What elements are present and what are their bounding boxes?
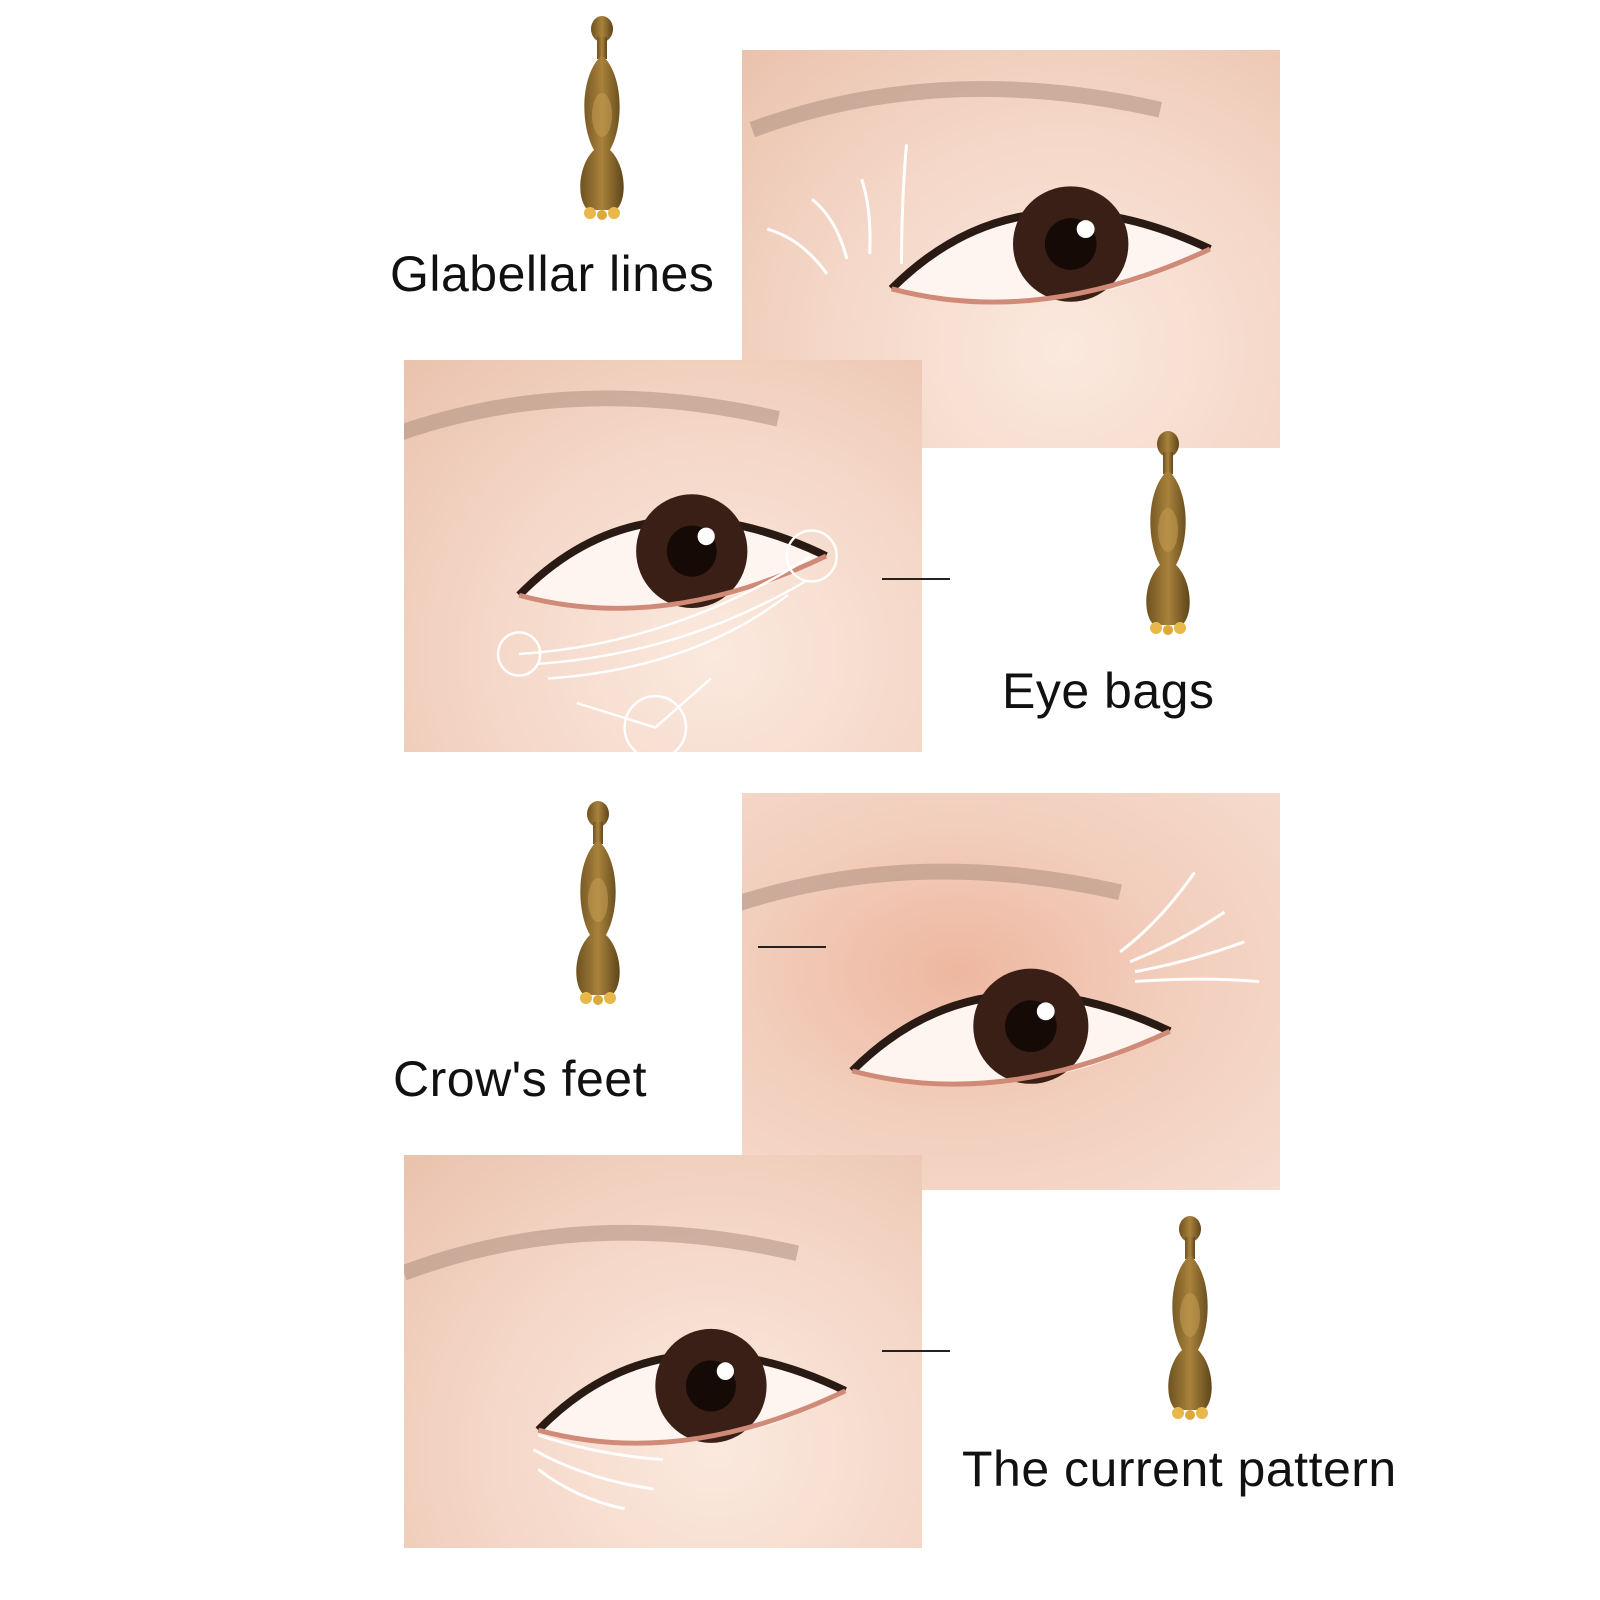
line-overlay bbox=[532, 1433, 664, 1511]
eye-image bbox=[404, 360, 838, 752]
connector-line bbox=[882, 578, 950, 580]
eye-image bbox=[742, 50, 1280, 448]
line-overlay bbox=[1119, 871, 1260, 984]
line-overlay bbox=[496, 529, 838, 752]
connector-line bbox=[882, 1350, 950, 1352]
crows-feet-photo bbox=[742, 793, 1280, 1190]
massage-tool-icon bbox=[568, 800, 628, 1005]
current-pattern-photo bbox=[404, 1155, 922, 1548]
line-overlay bbox=[766, 144, 909, 275]
massage-tool-icon bbox=[572, 15, 632, 220]
eye-bags-photo bbox=[404, 360, 922, 752]
connector-line bbox=[758, 946, 826, 948]
glabellar-lines-label: Glabellar lines bbox=[390, 246, 715, 302]
massage-tool-icon bbox=[1138, 430, 1198, 635]
crows-feet-label: Crow's feet bbox=[393, 1051, 648, 1107]
eye-image bbox=[742, 793, 1260, 1190]
current-pattern-label: The current pattern bbox=[962, 1441, 1397, 1497]
massage-tool-icon bbox=[1160, 1215, 1220, 1420]
eye-image bbox=[404, 1155, 922, 1511]
eye-bags-label: Eye bags bbox=[1002, 663, 1215, 719]
